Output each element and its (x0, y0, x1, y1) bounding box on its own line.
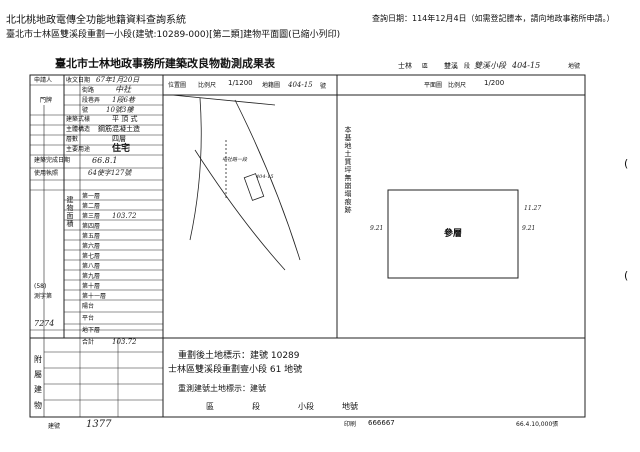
survey-date-value: 67年1月20日 (96, 76, 140, 84)
floor-label: 第四層 (82, 223, 101, 230)
field-value-floors: 四層 (112, 135, 126, 143)
road-value: 中社 (115, 85, 131, 94)
doorplate-label: 門牌 (40, 97, 53, 104)
number-label: 號 (82, 107, 89, 114)
redemarcation-section: 段 (252, 402, 260, 411)
floor-plan-label: 平面圖 (424, 82, 443, 89)
floor-label: 第十一層 (82, 293, 107, 300)
top-section-suffix: 段 (464, 63, 471, 70)
floor-label: 第一層 (82, 193, 101, 200)
top-district: 士林 (398, 62, 412, 70)
dim-top: 11.27 (524, 205, 542, 212)
location-sketch (171, 94, 301, 271)
number-value: 10號3樓 (106, 106, 134, 114)
top-lot-label: 地號 (568, 63, 581, 70)
side-note-line2: 測字第 (34, 293, 53, 300)
redemarcation-line1: 重劃後土地標示：建號 10289 (178, 351, 300, 361)
footer-print-label: 印刷 (344, 421, 357, 428)
top-subsection: 雙溪小段 (474, 61, 506, 70)
location-scale-label: 比例尺 (198, 82, 217, 89)
floor-label: 第十層 (82, 283, 101, 290)
footer-print-no: 666667 (368, 419, 395, 427)
footer-building-no: 1377 (86, 419, 112, 430)
field-value-structure: 鋼筋混凝土造 (98, 125, 140, 133)
top-lot-number: 404-15 (512, 61, 541, 70)
floor-label: 陽台 (82, 303, 95, 310)
location-plan-label: 位置圖 (168, 82, 187, 89)
floor-label: 第六層 (82, 243, 101, 250)
footer-stock: 66.4.10,000張 (516, 421, 559, 428)
field-label-permit: 使用執照 (34, 170, 59, 177)
record-info: 臺北市士林區雙溪段重劃一小段(建號:10289-000)[第二類]建物平面圖(已… (6, 30, 341, 40)
floor-label: 第八層 (82, 263, 101, 270)
floor-plan-outline (387, 189, 519, 279)
floor-value: 103.72 (112, 212, 137, 220)
field-value-style: 平 頂 式 (112, 115, 138, 123)
floor-plan-room: 參層 (444, 229, 463, 239)
floor-label: 第九層 (82, 273, 101, 280)
field-value-use: 住宅 (112, 144, 131, 154)
form-border (29, 74, 586, 418)
margin-mark-lower: ( (624, 269, 629, 282)
applicant-label: 申請人 (34, 77, 53, 84)
floor-plan-scale: 1/200 (484, 79, 505, 87)
location-scale: 1/1200 (228, 79, 253, 87)
margin-mark-upper: ( (624, 157, 629, 170)
survey-date-label: 收文日期 (66, 77, 91, 84)
side-note-number: 7274 (34, 319, 55, 328)
field-label-use: 主要用途 (66, 146, 91, 153)
section-lane-label: 段巷弄 (82, 97, 101, 104)
section-lane-value: 1段6巷 (112, 96, 135, 104)
floor-label: 第五層 (82, 233, 101, 240)
dim-right: 9.21 (522, 225, 536, 232)
floor-label: 合計 (82, 339, 95, 346)
floor-value: 103.72 (112, 338, 137, 346)
redemarcation-line2: 士林區雙溪段重劃壹小段 61 地號 (168, 365, 303, 375)
side-note-line1: (58) (34, 283, 47, 290)
top-section: 雙溪 (444, 62, 458, 70)
floor-label: 第七層 (82, 253, 101, 260)
road-label: 街路 (82, 87, 95, 94)
location-number-label: 號 (320, 83, 327, 90)
floor-label: 地下層 (82, 327, 101, 334)
redemarcation-subsection: 小段 (298, 402, 314, 411)
vertical-note: 本基地土質坪無崩塌痕跡 (344, 126, 352, 215)
annex-label: 附屬建物 (34, 355, 42, 410)
field-label-structure: 主體構造 (66, 126, 91, 133)
field-label-completion: 建築完成日期 (34, 157, 71, 164)
redemarcation-line3: 重測建號土地標示：建號 (178, 384, 266, 393)
location-lot: 404-15 (288, 81, 313, 89)
redemarcation-lot: 地號 (342, 402, 358, 411)
floor-plan-scale-label: 比例尺 (448, 82, 467, 89)
top-district-suffix: 區 (422, 63, 429, 70)
field-value-completion: 66.8.1 (92, 156, 118, 165)
area-section-label: 建物面積 (66, 196, 74, 229)
site-lot-note: 404-15 (256, 174, 274, 180)
road-note: 中社路一段 (222, 157, 248, 163)
footer-building-label: 建號 (48, 423, 61, 430)
field-label-floors: 層數 (66, 136, 79, 143)
dim-left: 9.21 (370, 225, 384, 232)
floor-label: 平台 (82, 315, 95, 322)
field-value-permit: 64使字127號 (88, 169, 132, 177)
form-title: 臺北市士林地政事務所建築改良物勘測成果表 (55, 57, 275, 70)
system-title: 北北桃地政電傳全功能地籍資料查詢系統 (6, 15, 186, 26)
redemarcation-district: 區 (206, 402, 214, 411)
location-lot-label: 地籍圖 (262, 82, 281, 89)
field-label-style: 建築式樣 (66, 116, 91, 123)
floor-label: 第三層 (82, 213, 101, 220)
query-date: 查詢日期：114年12月4日（如需登記謄本，請向地政事務所申請。） (372, 14, 615, 23)
floor-label: 第二層 (82, 203, 101, 210)
